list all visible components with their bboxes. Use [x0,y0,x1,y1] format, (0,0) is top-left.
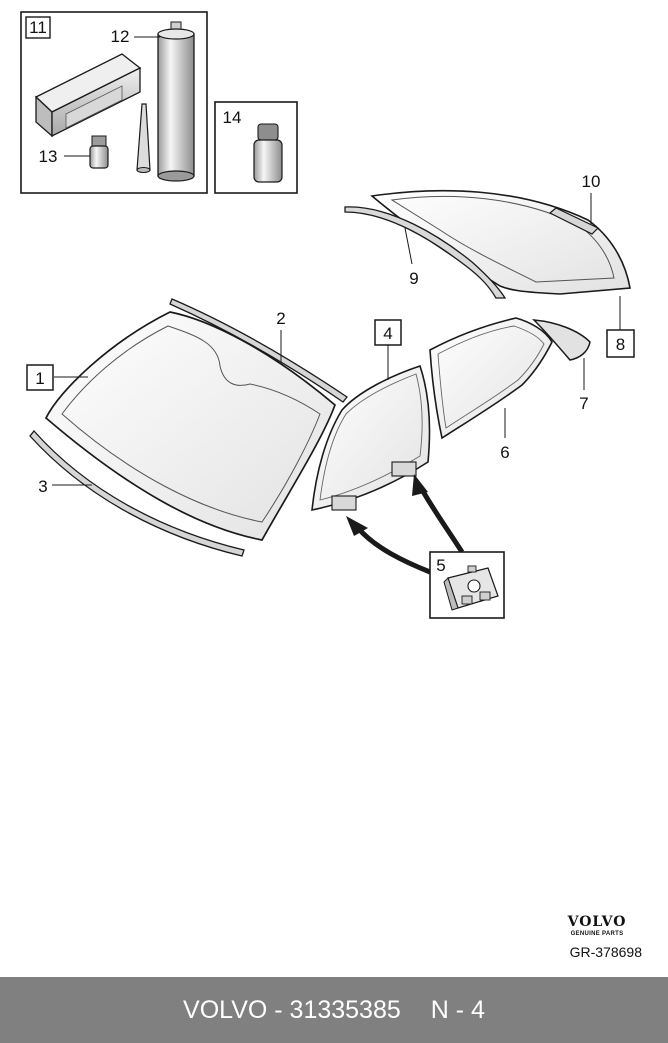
rear-door-inner-edge [437,325,545,429]
primer-bottle-illustration [253,123,283,183]
clip-detail-group: 5 [346,474,505,619]
callout-4: 4 [383,324,392,343]
quarter-window-glass [532,319,591,361]
rear-door-glass [429,317,553,440]
rear-window-inner-edge [390,195,615,283]
front-door-inner-edge [319,373,423,501]
footer-bar: VOLVO - 31335385 N - 4 [0,977,668,1043]
adhesive-kit-group: 11 12 13 [20,11,208,194]
brand-subtitle: GENUINE PARTS [570,931,624,937]
callout-13: 13 [39,147,58,166]
kit-label-box [25,16,51,39]
arrow-to-front-clip [356,526,431,575]
callout-5: 5 [436,556,445,575]
leader-9 [404,227,413,265]
callout-12: 12 [111,27,130,46]
footer-part-label: VOLVO - 31335385 [183,995,401,1024]
primer-box-illustration [34,53,142,138]
kit-frame [20,11,208,194]
windscreen-inner-edge [61,325,321,523]
callout-8: 8 [616,335,625,354]
callout-2: 2 [276,309,285,328]
nozzle-illustration [136,103,151,173]
parts-diagram: 11 12 13 14 [20,11,635,619]
primer-frame [214,101,298,194]
drawing-reference: GR-378698 [569,944,642,960]
callout-3: 3 [38,477,47,496]
upper-moulding [169,298,348,403]
primer-group: 14 [214,101,298,194]
callout-10: 10 [582,172,601,191]
rear-door-window-group: 6 [429,317,553,462]
callout-14: 14 [223,108,242,127]
rear-window-moulding [344,206,507,299]
primer-bottle-small-illustration [89,135,109,169]
callout-7: 7 [579,394,588,413]
front-door-clip-2 [391,461,417,477]
callout-6: 6 [500,443,509,462]
callout-4-box [374,319,402,346]
callout-9: 9 [409,269,418,288]
windscreen-glass [44,311,337,541]
brand-logo-text: VOLVO [567,914,627,930]
callout-8-box [606,329,635,358]
windscreen-group: 1 2 3 [26,298,348,557]
callout-1-box [26,364,54,391]
callout-1: 1 [35,369,44,388]
quarter-window-group: 7 [532,319,591,413]
arrow-head-front-clip [346,516,368,536]
rear-window-group: 9 10 8 [344,172,635,358]
callout-11: 11 [29,18,47,37]
front-door-window-group: 4 [311,319,431,512]
volvo-genuine-parts-logo: VOLVO GENUINE PARTS [552,915,642,938]
adhesive-cartridge-illustration [157,21,195,182]
arrow-to-rear-clip [417,484,465,554]
rear-trim-strip [548,207,600,235]
footer-position-label: N - 4 [430,995,485,1024]
arrow-head-rear-clip [412,474,428,496]
front-door-clip-1 [331,495,357,511]
lower-moulding [29,429,245,557]
glass-clip-illustration [443,565,499,611]
